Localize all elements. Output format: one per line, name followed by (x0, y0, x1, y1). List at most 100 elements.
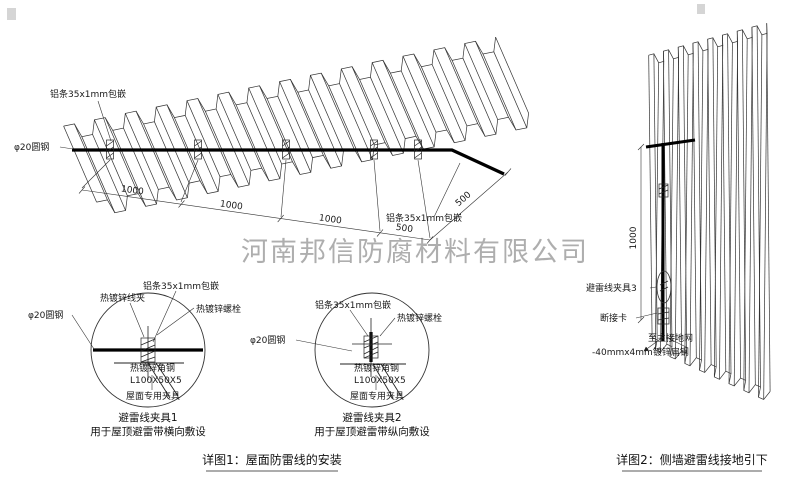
wall-dim-text: 1000 (629, 226, 639, 249)
wire-clamp-mark (414, 139, 422, 160)
detail2-label-roof-clamp: 屋面专用夹具 (350, 390, 404, 402)
corrugation-line (400, 70, 435, 148)
angle-web (155, 362, 179, 397)
corrugation-line (684, 54, 689, 364)
corrugation-line (277, 96, 312, 173)
corrugation-line (719, 45, 724, 380)
corrugation-line (742, 29, 747, 381)
leader-line (152, 290, 177, 343)
extension-line (180, 159, 199, 203)
hatch-line (140, 338, 156, 346)
corrugation-line (751, 27, 756, 385)
corrugation-line (653, 53, 658, 340)
detail1-subtitle: 用于屋顶避雷带横向敷设 (90, 425, 206, 438)
dim-text: 1000 (120, 184, 144, 197)
corrugation-line (297, 92, 332, 169)
leader-line (349, 309, 369, 337)
clamp-rect (140, 337, 156, 363)
corrugation-line (462, 58, 497, 135)
corrugation-line (359, 79, 393, 156)
corrugation-line (390, 72, 424, 150)
detail2-leaders (295, 309, 396, 390)
detail2-label-bolt: 热镀锌螺栓 (397, 312, 442, 324)
corrugation-line (382, 60, 417, 137)
detail2-angle-steel (340, 363, 406, 399)
wall-top-conductor (645, 138, 696, 149)
hatch-line (140, 344, 156, 352)
label-round-steel-main: φ20圆钢 (14, 141, 49, 153)
corrugation-line (106, 152, 114, 159)
dim-text: 500 (454, 190, 474, 209)
angle-web (372, 363, 394, 399)
leader-line (665, 336, 689, 349)
corrugation-line (155, 106, 190, 184)
corrugation-line (766, 23, 771, 392)
corrugation-line (763, 33, 768, 400)
leader-line (97, 100, 112, 142)
detail2-circle (314, 292, 430, 408)
hatch-line (658, 189, 669, 195)
corrugation-line (433, 49, 468, 127)
clamp-rect (658, 183, 669, 198)
detail2-label-round-steel: φ20圆钢 (250, 334, 285, 346)
corrugation-line (63, 125, 97, 203)
detail1-label-round-steel: φ20圆钢 (28, 309, 63, 321)
corrugation-line (674, 57, 679, 360)
corner-mark (7, 8, 16, 20)
corrugation-line (235, 104, 270, 182)
dim-line (429, 171, 509, 241)
angle-web (380, 363, 402, 397)
corrugation-line (217, 94, 252, 171)
detail1-circle (90, 292, 206, 408)
corrugation-line (370, 152, 378, 159)
dim-tick (637, 143, 645, 151)
corrugation-line (414, 140, 422, 147)
corrugation-line (371, 62, 406, 139)
corrugation-line (697, 41, 702, 361)
corrugation-line (282, 140, 290, 147)
corrugation-edge (63, 37, 496, 138)
dim-line (81, 189, 431, 241)
corrugation-line (663, 51, 668, 345)
wall-leaders (635, 286, 689, 352)
lightning-wire (72, 148, 505, 176)
corrugation-line (689, 53, 694, 366)
wall-detail: 1000 避雷线夹具3 断接卡 至主接地网 -40mmx4mm镀锌扁钢 (586, 138, 696, 358)
detail1-label-angle-spec: L100X50X5 (130, 376, 182, 386)
corrugation-line (402, 56, 437, 133)
hatch-line (658, 184, 669, 190)
corrugation-line (669, 58, 674, 357)
extension-line (373, 159, 381, 232)
detail-circle-1: 热镀锌线夹 铝条35x1mm包嵌 热镀锌螺栓 φ20圆钢 热镀锌角钢 L100X… (28, 280, 241, 438)
wall-label-clamp3: 避雷线夹具3 (586, 282, 637, 294)
disconnect-card (657, 307, 670, 325)
detail2-clamp-hatch (363, 335, 379, 359)
corrugation-line (654, 62, 660, 350)
corrugation-line (339, 83, 373, 160)
ground-arrow (643, 336, 664, 352)
detail1-label-angle-steel: 热镀锌角钢 (130, 362, 175, 374)
corrugation-line (414, 152, 422, 159)
corrugation-line (756, 25, 761, 388)
corrugation-line (413, 53, 448, 131)
extension-line (81, 159, 111, 189)
detail2-subtitle: 用于屋顶避雷带纵向敷设 (314, 425, 430, 438)
corrugation-line (340, 68, 375, 146)
leader-line (129, 302, 145, 338)
wall-label-to-ground: 至主接地网 (648, 332, 693, 344)
angle-web (147, 362, 171, 399)
corrugation-line (123, 127, 157, 205)
corrugation-line (692, 43, 697, 358)
corrugation-line (733, 41, 738, 387)
corrugation-line (143, 123, 177, 201)
corrugation-line (106, 140, 114, 147)
wire-clamp-mark (106, 139, 114, 160)
leader-line (71, 314, 95, 350)
dim-tick (504, 168, 512, 176)
corrugation-line (495, 36, 529, 114)
hatch-line (140, 356, 156, 363)
corrugation-line (451, 60, 486, 137)
hatch-line (140, 350, 156, 358)
